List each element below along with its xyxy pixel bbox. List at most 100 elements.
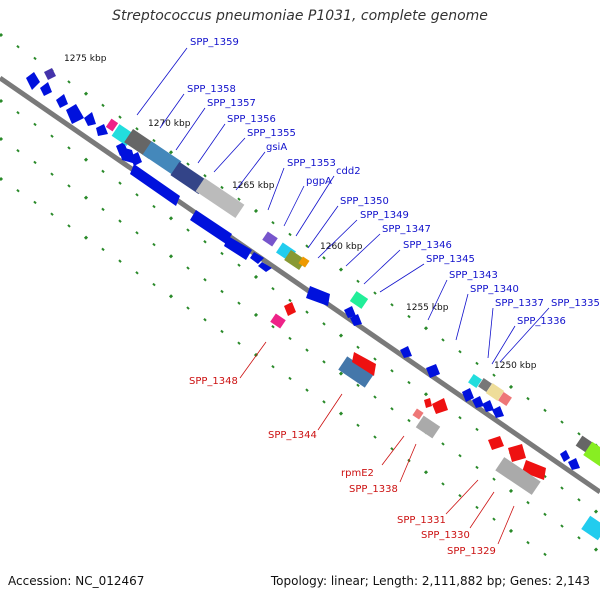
tick-mark: [322, 322, 326, 326]
gene-label: SPP_1356: [227, 114, 276, 125]
tick-mark: [577, 432, 581, 436]
gene-arrow: [118, 146, 136, 164]
gene-box: [298, 256, 310, 268]
gene-box: [284, 249, 306, 271]
tick-mark: [373, 357, 377, 361]
tick-mark: [288, 232, 292, 237]
tick-mark: [168, 254, 174, 259]
tick-mark: [67, 80, 71, 84]
gene-label: SPP_1346: [403, 240, 452, 251]
tick-mark: [50, 212, 54, 216]
tick-mark: [338, 267, 344, 272]
gene-label: SPP_1348: [189, 376, 238, 387]
tick-mark: [186, 306, 190, 310]
tick-mark: [288, 336, 292, 341]
gene-arrow: [258, 262, 272, 272]
gene-box: [581, 515, 600, 541]
gene-arrow: [40, 82, 52, 96]
gene-arrow: [472, 396, 484, 408]
tick-mark: [492, 373, 496, 377]
gene-box: [270, 313, 286, 329]
tick-mark: [373, 291, 377, 295]
gene-label: SPP_1344: [268, 430, 317, 441]
ruler-label: 1275 kbp: [64, 54, 107, 64]
tick-mark: [237, 301, 241, 305]
tick-mark: [322, 256, 326, 260]
tick-mark: [152, 242, 156, 247]
genome-summary: Topology: linear; Length: 2,111,882 bp; …: [270, 574, 590, 588]
tick-mark: [152, 138, 156, 143]
tick-mark: [33, 200, 37, 205]
tick-mark: [101, 247, 105, 252]
tick-mark: [356, 383, 360, 388]
tick-mark: [407, 380, 411, 385]
tick-mark: [288, 298, 292, 303]
gene-label: SPP_1345: [426, 254, 475, 265]
tick-mark: [322, 400, 326, 404]
gene-label: SPP_1349: [360, 210, 409, 221]
map-title: Streptococcus pneumoniae P1031, complete…: [112, 8, 488, 24]
gene-arrow: [224, 236, 252, 260]
tick-mark: [16, 45, 20, 49]
gene-box: [195, 177, 245, 219]
tick-mark: [577, 498, 581, 502]
tick-mark: [186, 228, 190, 232]
gene-arrow: [432, 398, 448, 414]
tick-mark: [118, 219, 122, 223]
tick-mark: [271, 324, 275, 329]
tick-mark: [220, 251, 224, 256]
ruler-label: 1250 kbp: [494, 361, 537, 371]
tick-mark: [373, 395, 377, 399]
tick-mark: [168, 150, 174, 155]
tick-mark: [203, 174, 207, 178]
forward-gene-labels: [136, 47, 550, 365]
tick-mark: [441, 338, 445, 342]
gene-label: gsiA: [266, 142, 287, 153]
tick-mark: [338, 333, 344, 338]
tick-mark: [560, 486, 564, 490]
gene-label: SPP_1337: [495, 298, 544, 309]
tick-mark: [475, 427, 479, 432]
reverse-features: [270, 302, 546, 495]
tick-mark: [101, 169, 105, 174]
tick-mark: [593, 547, 599, 552]
genome-axis: [0, 75, 600, 495]
tick-mark: [407, 418, 411, 423]
gene-box: [412, 408, 424, 420]
tick-mark: [423, 326, 429, 331]
tick-mark: [237, 197, 241, 201]
gene-arrow: [284, 302, 296, 316]
tick-mark: [186, 266, 190, 270]
tick-mark: [237, 341, 241, 345]
gene-arrow: [306, 286, 330, 306]
accession-label: Accession: NC_012467: [8, 574, 145, 588]
gene-arrow: [482, 400, 494, 412]
gene-arrow: [568, 458, 580, 470]
tick-mark: [253, 208, 259, 214]
tick-mark: [152, 282, 156, 287]
gene-arrow: [424, 398, 432, 408]
tick-mark: [458, 416, 462, 420]
tick-mark: [220, 289, 224, 294]
tick-mark: [83, 157, 89, 162]
tick-mark: [271, 364, 275, 369]
forward-gene-label-text: SPP_1359 SPP_1358 SPP_1357 SPP_1356 SPP_…: [187, 37, 600, 327]
gene-label: SPP_1358: [187, 84, 236, 95]
tick-mark: [0, 32, 4, 38]
ruler-label: 1255 kbp: [406, 303, 449, 313]
gene-arrow: [400, 346, 412, 358]
gene-box: [349, 291, 369, 309]
tick-mark: [338, 371, 344, 376]
gene-arrow: [350, 314, 362, 326]
gene-box: [478, 378, 492, 392]
tick-mark: [253, 274, 259, 280]
tick-mark: [0, 98, 4, 104]
gene-arrow: [66, 104, 84, 124]
gene-box: [105, 118, 119, 132]
tick-mark: [253, 352, 259, 358]
tick-mark: [305, 310, 309, 314]
gene-label: SPP_1355: [247, 128, 296, 139]
gene-arrow: [84, 112, 96, 126]
tick-mark: [423, 470, 429, 475]
